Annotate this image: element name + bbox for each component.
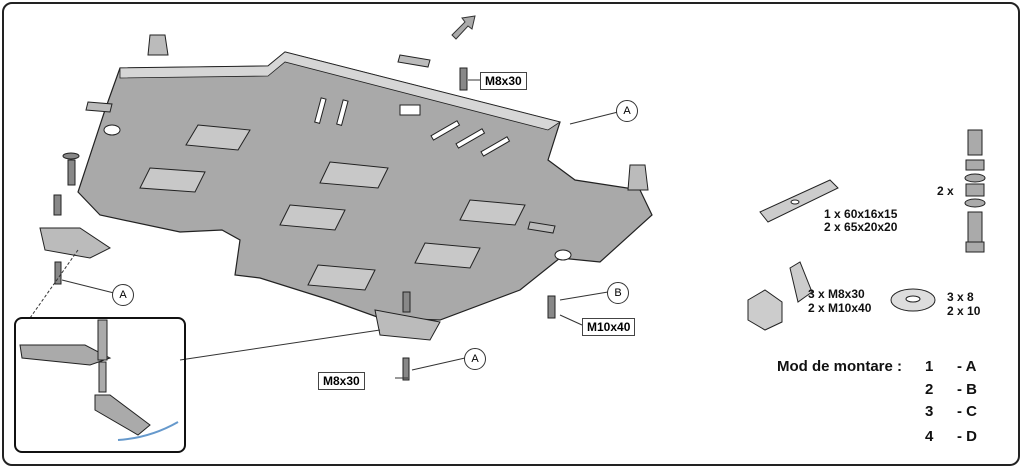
direction-arrow — [451, 15, 476, 40]
bolts-line1: 3 x M8x30 — [808, 287, 865, 301]
plates-line2: 2 x 65x20x20 — [824, 220, 898, 234]
mounting-code-2: - B — [957, 381, 977, 398]
hex-bolt — [747, 261, 813, 331]
washers-line2: 2 x 10 — [947, 304, 981, 318]
detail-inset — [14, 317, 186, 453]
callout-m8x30-top: M8x30 — [480, 72, 527, 90]
mounting-code-1: - A — [957, 358, 977, 375]
callout-a-top: A — [616, 100, 638, 122]
mounting-code-4: - D — [957, 428, 977, 445]
stud-assembly — [964, 129, 986, 253]
bracket-qty: 2 x — [937, 184, 954, 198]
mounting-title: Mod de montare : — [777, 358, 903, 375]
callout-m8x30-bottom: M8x30 — [318, 372, 365, 390]
callout-a-left: A — [112, 284, 134, 306]
bolts-line2: 2 x M10x40 — [808, 301, 872, 315]
mounting-num-2: 2 — [925, 381, 934, 398]
plates-line1: 1 x 60x16x15 — [824, 207, 898, 221]
callout-a-bottom: A — [464, 348, 486, 370]
callout-b-right: B — [607, 282, 629, 304]
mounting-code-3: - C — [957, 403, 977, 420]
mounting-num-3: 3 — [925, 403, 934, 420]
washers-line1: 3 x 8 — [947, 290, 974, 304]
callout-m10x40: M10x40 — [582, 318, 636, 336]
mounting-num-1: 1 — [925, 358, 934, 375]
mounting-num-4: 4 — [925, 428, 934, 445]
